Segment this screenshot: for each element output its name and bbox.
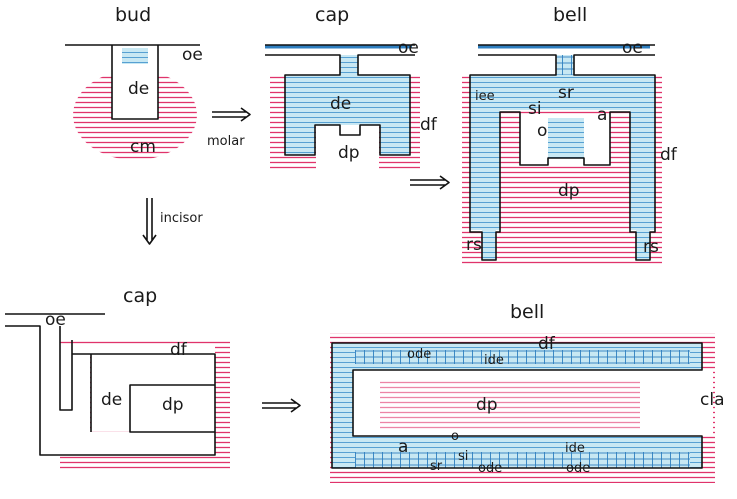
cap-to-bell-arrow-icon <box>410 175 450 190</box>
incisor-cap-inner <box>91 355 215 431</box>
bell-stalk-fill <box>556 55 574 75</box>
bell-a-label: a <box>597 105 607 125</box>
cap-stalk-fill <box>340 55 358 75</box>
incisor-bell-ode-bottom-label: ode <box>478 461 502 476</box>
incisor-bell-cla-label: cla <box>700 390 725 410</box>
molar-arrow: molar <box>207 107 251 149</box>
bell-si-label: si <box>528 99 542 119</box>
incisor-bell-ide-top-label: ide <box>484 353 504 368</box>
cap-de-fill <box>285 75 410 155</box>
incisor-bell-df-label: df <box>538 334 556 354</box>
bud-outline <box>65 44 200 120</box>
bud-stage: bud oe de cm <box>65 4 203 160</box>
incisor-cap-title: cap <box>123 285 157 307</box>
incisor-arrow-icon <box>142 198 157 245</box>
cap-oe-label: oe <box>398 38 419 58</box>
incisor-bell-ode-bottom2-label: ode <box>566 461 590 476</box>
incisor-cap-df-label: df <box>170 340 188 360</box>
bell-rs-left-fill <box>482 230 496 260</box>
bud-de-label: de <box>128 79 149 99</box>
incisor-cap-de-label: de <box>101 390 122 410</box>
molar-label: molar <box>207 134 245 149</box>
cap-stage-molar: cap oe de dp df <box>265 4 438 170</box>
bell-sr-fill <box>548 118 584 158</box>
bell-df-label: df <box>660 145 678 165</box>
bell-o-label: o <box>537 121 547 141</box>
cap-de-label: de <box>330 94 351 114</box>
bell-outline <box>469 44 656 261</box>
incisor-cap-dp-label: dp <box>162 395 184 415</box>
bell-rs-right-fill <box>636 230 650 260</box>
bell-dp-label: dp <box>558 181 580 201</box>
incisor-bell-dp-shading <box>380 380 640 430</box>
incisor-bell-a-label: a <box>398 437 408 457</box>
bell-rs-right-label: rs <box>643 237 659 257</box>
molar-arrow-icon <box>212 107 251 122</box>
bud-oe-label: oe <box>182 45 203 65</box>
incisor-cap-to-bell-arrow-icon <box>262 398 301 413</box>
bell-sr-label: sr <box>558 83 574 103</box>
cap-outline <box>265 44 415 156</box>
bell-rs-left-label: rs <box>466 235 482 255</box>
bell-oe-label: oe <box>622 38 643 58</box>
incisor-label: incisor <box>160 211 203 226</box>
bell-de-fill <box>470 75 655 230</box>
cap-dp-label: dp <box>338 143 360 163</box>
incisor-bell-si-label: si <box>458 449 468 464</box>
incisor-cap-oe-label: oe <box>45 310 66 330</box>
cap-stage-incisor: cap oe df de dp <box>5 285 230 470</box>
bell-stage-incisor: bell ode ide df dp cla a o si sr ode ide… <box>330 301 725 483</box>
cap-title: cap <box>315 4 349 26</box>
incisor-bell-o-label: o <box>451 429 459 444</box>
incisor-bell-top-grid <box>355 350 690 364</box>
cap-df-label: df <box>420 115 438 135</box>
incisor-bell-outline <box>331 342 703 469</box>
bell-title: bell <box>553 4 587 26</box>
incisor-bell-ode-top-label: ode <box>407 347 431 362</box>
bell-iee-label: iee <box>475 89 495 104</box>
bell-stage-molar: bell oe iee si sr o a df dp rs rs <box>462 4 678 265</box>
incisor-bell-dp-label: dp <box>476 395 498 415</box>
incisor-cap-de-fill <box>40 326 215 455</box>
incisor-bell-sr-label: sr <box>430 459 443 474</box>
cap-dp-fill <box>316 126 379 170</box>
bud-title: bud <box>115 4 151 26</box>
incisor-bell-ide-bottom-label: ide <box>565 441 585 456</box>
bud-de-blue <box>122 48 148 64</box>
incisor-bell-title: bell <box>510 301 544 323</box>
incisor-cap-outline <box>5 313 216 456</box>
incisor-arrow: incisor <box>142 198 203 245</box>
bud-cm-label: cm <box>130 137 156 157</box>
incisor-bell-bottom-grid <box>355 452 690 468</box>
